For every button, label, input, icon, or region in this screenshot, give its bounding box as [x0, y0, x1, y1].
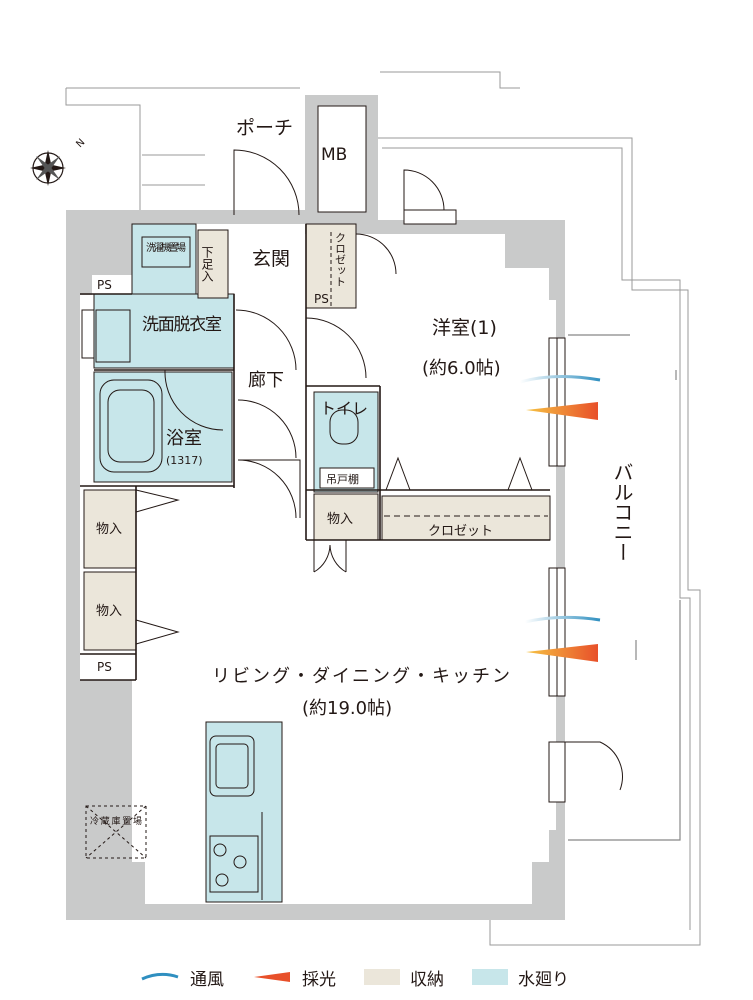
- legend-daylight: 採光: [252, 965, 336, 990]
- label-balcony: バルコニー: [610, 462, 634, 562]
- label-bath: 浴室: [166, 428, 202, 449]
- label-ps-upper: PS: [97, 278, 112, 292]
- light-icon: [526, 402, 598, 662]
- legend-ventilation: 通風: [140, 965, 224, 990]
- legend: 通風 採光 収納 水廻り: [140, 962, 610, 992]
- legend-daylight-label: 採光: [302, 969, 336, 990]
- label-closet-room: クロゼット: [428, 524, 493, 539]
- doors: [135, 149, 623, 791]
- label-storage-2: 物入: [96, 604, 122, 619]
- label-shoe-storage: 下足入: [200, 246, 214, 282]
- label-bath-size: (1317): [166, 454, 203, 467]
- label-ps-lower: PS: [97, 660, 112, 674]
- label-toilet-shelf: 吊戸棚: [326, 472, 359, 486]
- exterior-wall: [66, 210, 565, 920]
- compass-icon: [30, 150, 66, 186]
- legend-water-label: 水廻り: [518, 969, 569, 990]
- legend-storage: 収納: [364, 965, 444, 990]
- legend-water: 水廻り: [472, 965, 569, 990]
- fixtures: [85, 232, 548, 900]
- legend-ventilation-label: 通風: [190, 969, 224, 990]
- balcony-railing: [568, 334, 681, 841]
- water-swatch: [472, 969, 508, 985]
- wind-icon: [519, 374, 601, 624]
- label-ps-entry: PS: [314, 292, 329, 306]
- storage-swatch: [364, 969, 400, 985]
- label-washer: 洗濯機置場: [146, 241, 186, 254]
- label-mb: MB: [321, 145, 347, 165]
- compass-label: N: [74, 137, 87, 150]
- label-porch: ポーチ: [236, 117, 293, 139]
- label-western-room: 洋室(1): [432, 317, 497, 339]
- storage-areas: [83, 223, 551, 651]
- interior-walls: [80, 224, 550, 681]
- label-entrance: 玄関: [252, 248, 290, 270]
- label-ldk-size: (約19.0帖): [302, 698, 392, 719]
- label-fridge: 冷蔵庫置場: [90, 815, 142, 827]
- light-legend-icon: [254, 972, 290, 982]
- context-lines: [65, 71, 701, 946]
- label-washroom: 洗面脱衣室: [142, 315, 222, 335]
- wall-corners: [80, 234, 549, 904]
- label-storage-1: 物入: [96, 522, 122, 537]
- label-storage-hall: 物入: [327, 512, 353, 527]
- label-toilet: トイレ: [320, 399, 368, 418]
- wind-legend-icon: [141, 972, 179, 981]
- label-hallway: 廊下: [248, 370, 284, 391]
- mb-shaft: [305, 95, 378, 225]
- label-closet-entry: クロゼット: [334, 232, 347, 287]
- label-ldk: リビング・ダイニング・キッチン: [212, 666, 510, 687]
- legend-storage-label: 収納: [410, 969, 444, 990]
- label-western-room-size: (約6.0帖): [422, 358, 501, 379]
- windows: [81, 209, 566, 803]
